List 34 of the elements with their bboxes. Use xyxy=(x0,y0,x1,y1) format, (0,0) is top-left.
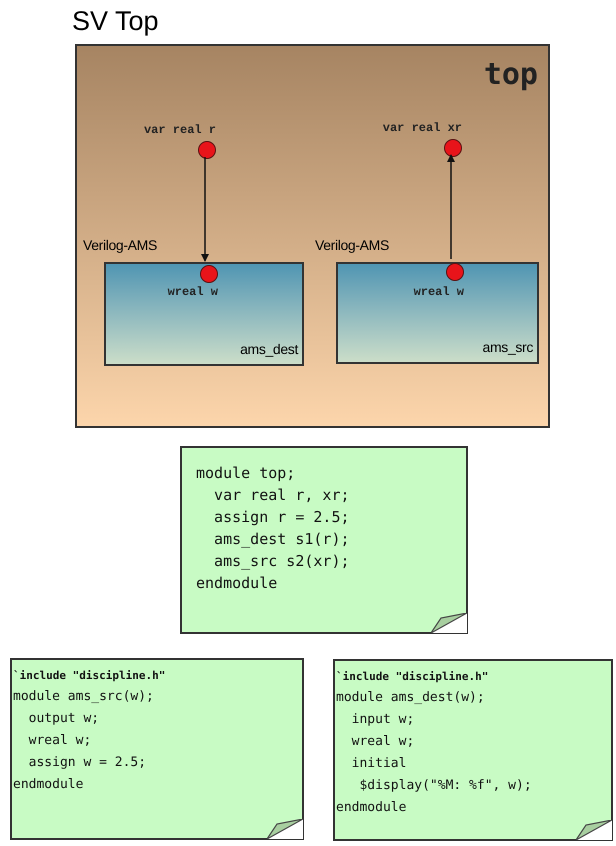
signal-label: wreal w xyxy=(412,284,464,300)
code-line: assign w = 2.5; xyxy=(28,754,146,772)
frame-heading: SV Top xyxy=(72,8,159,35)
code-line: endmodule xyxy=(336,799,406,817)
code-line: $display("%M: %f", w); xyxy=(358,777,532,795)
code-note xyxy=(10,658,304,840)
module-name: ams_src xyxy=(482,340,533,354)
code-line: initial xyxy=(350,755,406,773)
language-label: Verilog-AMS xyxy=(83,238,157,252)
code-line: endmodule xyxy=(13,776,84,794)
code-line: ams_dest s1(r); xyxy=(213,529,350,550)
code-line: ams_src s2(xr); xyxy=(213,551,350,572)
code-line: module top; xyxy=(196,463,296,484)
arrow xyxy=(201,157,209,262)
code-line: input w; xyxy=(350,711,414,729)
code-line: module ams_src(w); xyxy=(13,688,154,706)
code-line: `include "discipline.h" xyxy=(336,669,488,685)
code-line: module ams_dest(w); xyxy=(336,689,485,707)
signal-label: wreal w xyxy=(166,284,218,300)
code-line: endmodule xyxy=(196,573,278,594)
language-label: Verilog-AMS xyxy=(315,238,389,252)
module-name: top xyxy=(484,60,538,90)
arrow xyxy=(447,154,455,259)
code-line: output w; xyxy=(28,710,100,728)
signal-label: var real r xyxy=(142,122,216,138)
code-line: `include "discipline.h" xyxy=(13,668,166,684)
code-note xyxy=(333,659,613,841)
code-line: wreal w; xyxy=(350,733,414,751)
signal-label: var real xr xyxy=(382,120,462,136)
code-line: var real r, xr; xyxy=(213,485,350,506)
module-name: ams_dest xyxy=(240,342,298,356)
code-note xyxy=(180,446,468,634)
code-line: wreal w; xyxy=(28,732,92,750)
code-line: assign r = 2.5; xyxy=(213,507,350,528)
